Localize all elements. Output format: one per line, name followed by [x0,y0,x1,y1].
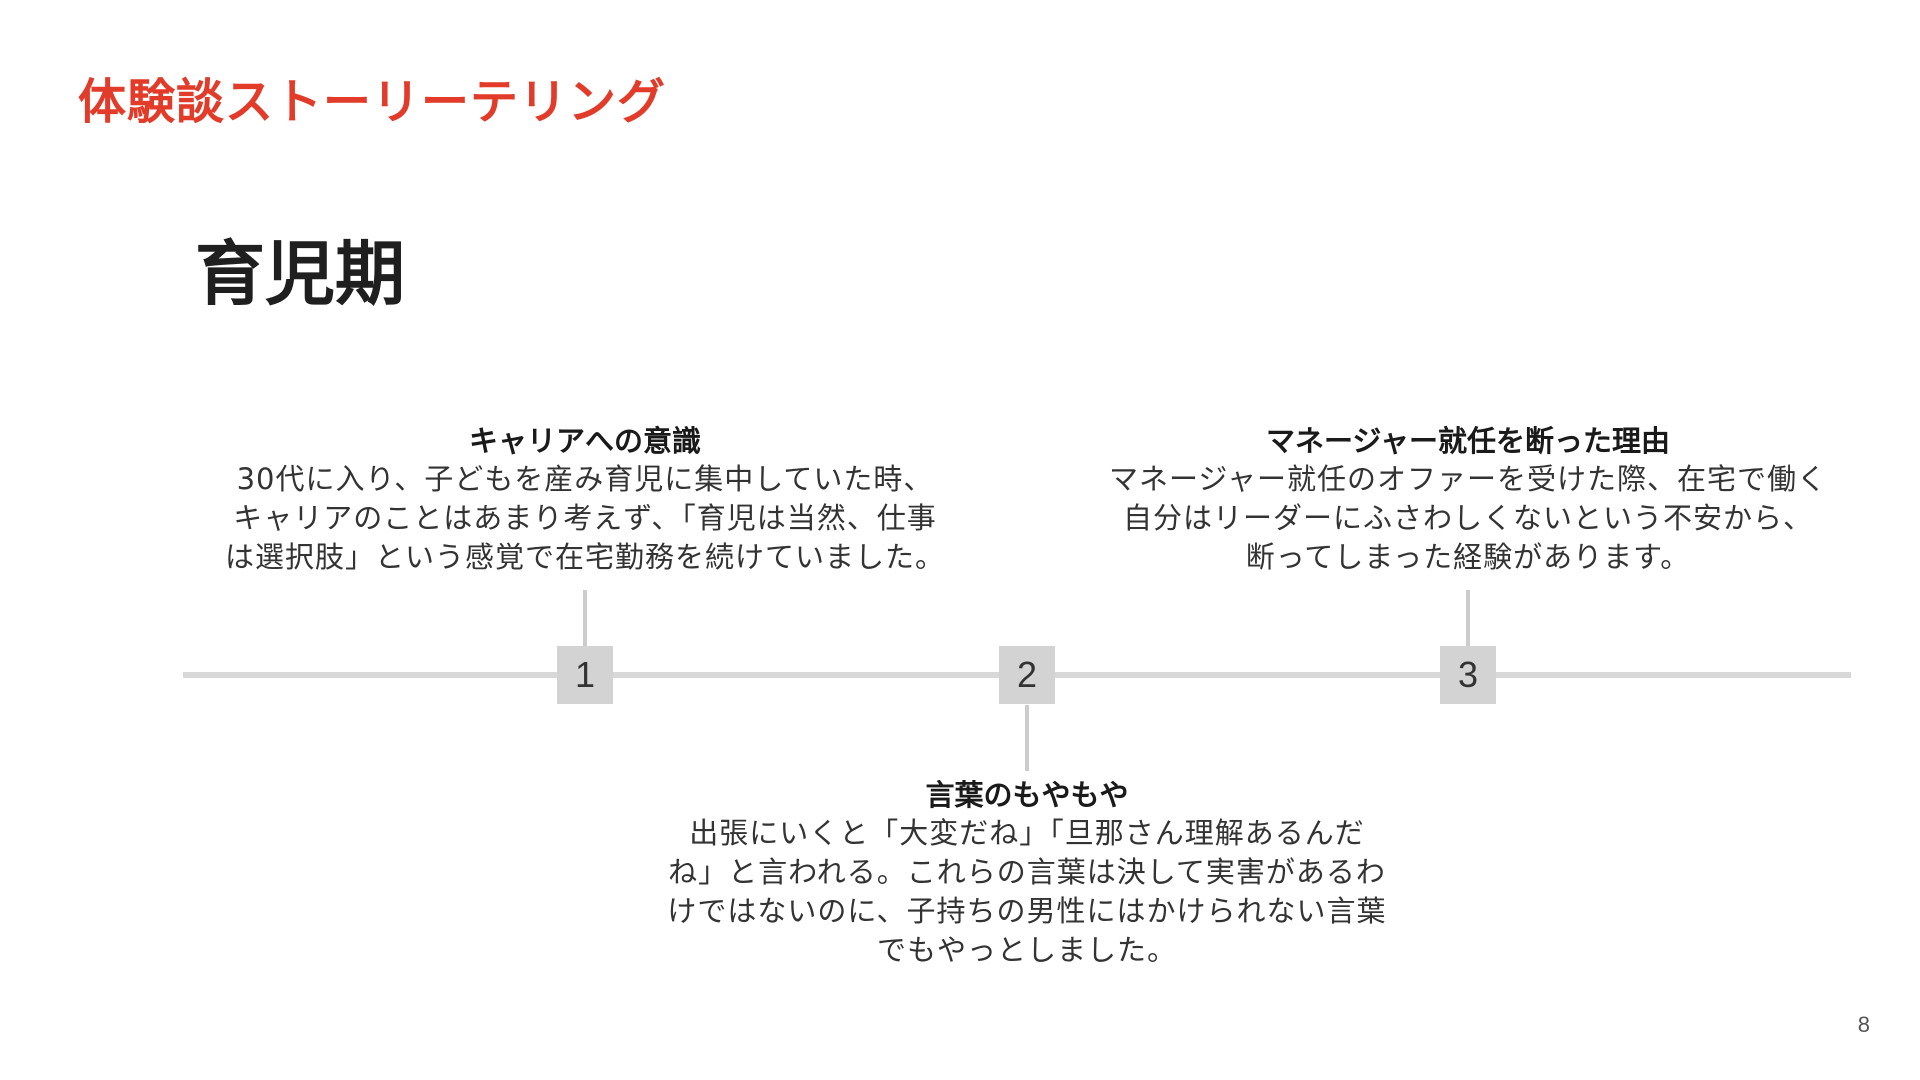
event-3: マネージャー就任を断った理由 マネージャー就任のオファーを受けた際、在宅で働く … [1068,422,1868,577]
event-1-body: 30代に入り、子どもを産み育児に集中していた時、 キャリアのことはあまり考えず、… [185,460,985,577]
event-3-body: マネージャー就任のオファーを受けた際、在宅で働く 自分はリーダーにふさわしくない… [1068,460,1868,577]
event-2-body-line: ね」と言われる。これらの言葉は決して実害があるわ [668,855,1386,889]
event-1-body-line: キャリアのことはあまり考えず、「育児は当然、仕事 [233,501,937,535]
event-2-heading: 言葉のもやもや [925,778,1129,812]
section-label: 体験談ストーリーテリング [78,74,667,130]
event-1-number: 1 [574,654,596,695]
event-3-heading: マネージャー就任を断った理由 [1266,424,1670,458]
event-3-marker: 3 [1440,646,1496,704]
event-2-number: 2 [1016,654,1038,695]
event-2-connector [1025,705,1029,771]
event-1-body-line: は選択肢」という感覚で在宅勤務を続けていました。 [224,540,945,574]
event-1-body-line: 30代に入り、子どもを産み育児に集中していた時、 [236,462,934,496]
event-2-marker: 2 [999,646,1055,704]
event-1-connector [583,590,587,650]
event-2-body-line: でもやっとしました。 [876,933,1177,967]
event-1-marker: 1 [557,646,613,704]
page-number: 8 [1857,1012,1870,1037]
event-2-body-line: 出張にいくと「大変だね」「旦那さん理解あるんだ [689,816,1365,850]
event-3-connector [1466,590,1470,650]
event-2: 言葉のもやもや 出張にいくと「大変だね」「旦那さん理解あるんだ ね」と言われる。… [627,776,1427,970]
event-2-body: 出張にいくと「大変だね」「旦那さん理解あるんだ ね」と言われる。これらの言葉は決… [627,814,1427,970]
event-3-body-line: 断ってしまった経験があります。 [1245,540,1691,574]
event-1: キャリアへの意識 30代に入り、子どもを産み育児に集中していた時、 キャリアのこ… [185,422,985,577]
event-3-body-line: マネージャー就任のオファーを受けた際、在宅で働く [1109,462,1827,496]
event-1-heading: キャリアへの意識 [468,424,701,458]
event-3-number: 3 [1457,654,1479,695]
event-3-body-line: 自分はリーダーにふさわしくないという不安から、 [1122,501,1813,535]
slide-title: 育児期 [195,233,405,315]
event-2-body-line: けではないのに、子持ちの男性にはかけられない言葉 [667,894,1387,928]
